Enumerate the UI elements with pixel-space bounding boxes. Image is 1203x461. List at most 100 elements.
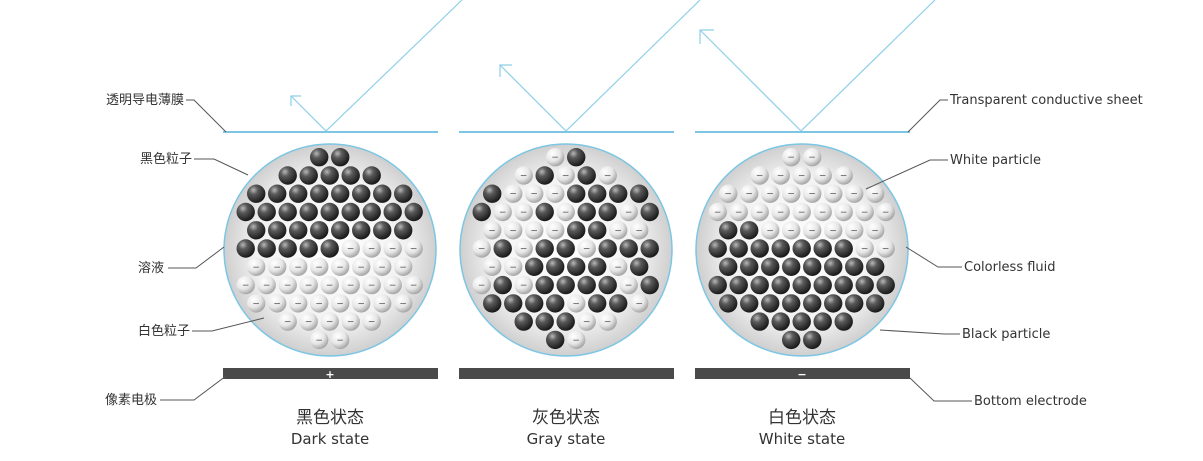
white-particle	[750, 166, 769, 185]
captions: 黑色状态 Dark state 灰色状态 Gray state 白色状态 Whi…	[291, 408, 845, 448]
white-particle	[782, 184, 801, 203]
labels-right: Transparent conductive sheet White parti…	[949, 93, 1143, 409]
particle-charge-sign: −	[509, 226, 517, 236]
black-particle	[771, 275, 790, 295]
white-particle	[373, 294, 392, 313]
black-particle	[483, 294, 502, 313]
black-particle	[556, 312, 575, 331]
particle-charge-sign: −	[625, 208, 633, 218]
black-particle	[493, 275, 512, 295]
black-particle	[598, 275, 617, 295]
white-particle	[803, 148, 822, 167]
white-particle	[792, 202, 811, 222]
black-particle	[493, 239, 512, 258]
black-particle	[834, 275, 853, 295]
black-particle	[588, 184, 607, 203]
white-particle	[483, 221, 502, 240]
white-particle	[866, 221, 885, 240]
particle-charge-sign: −	[798, 208, 806, 218]
black-particle	[813, 239, 832, 258]
black-particle	[813, 275, 832, 295]
particle-charge-sign: −	[305, 318, 313, 328]
white-particle	[247, 257, 266, 276]
black-particle	[782, 294, 801, 313]
white-particle	[268, 257, 287, 276]
white-particle	[577, 239, 596, 258]
electrode-white	[695, 368, 910, 379]
particle-charge-sign: −	[614, 263, 622, 273]
white-particle	[855, 202, 874, 222]
ray-gray-incoming	[565, 0, 701, 132]
particle-charge-sign: −	[368, 281, 376, 291]
particle-charge-sign: −	[787, 190, 795, 200]
white-particle	[247, 294, 266, 313]
electrode-white-sign: −	[797, 368, 806, 381]
black-particle	[373, 184, 392, 203]
particle-charge-sign: −	[861, 245, 869, 255]
particle-charge-sign: −	[625, 281, 633, 291]
white-particle	[866, 184, 885, 203]
white-particle	[782, 148, 801, 167]
leaders-left	[160, 99, 265, 401]
white-particle	[719, 184, 738, 203]
particle-charge-sign: −	[263, 281, 271, 291]
cells: −−−−−−−−−−−−−−−−−−−−−−−−−−−−−−−−−−−− −−−…	[223, 143, 909, 357]
particle-charge-sign: −	[410, 245, 418, 255]
particle-charge-sign: −	[499, 208, 507, 218]
particle-charge-sign: −	[315, 263, 323, 273]
black-particle	[394, 221, 413, 240]
particle-charge-sign: −	[378, 263, 386, 273]
black-particle	[630, 257, 649, 276]
white-particle	[278, 312, 297, 331]
caption-white-en: White state	[759, 430, 845, 448]
particle-charge-sign: −	[294, 263, 302, 273]
electrode-gray	[459, 368, 674, 379]
black-particle	[341, 166, 360, 185]
particle-charge-sign: −	[829, 226, 837, 236]
label-left-black-particle: 黑色粒子	[140, 151, 192, 167]
leader-left-sheet	[186, 99, 227, 133]
white-particle	[813, 166, 832, 185]
caption-dark-en: Dark state	[291, 430, 369, 448]
leader-right-white	[865, 159, 948, 190]
white-particle	[598, 312, 617, 331]
black-particle	[729, 275, 748, 295]
particle-charge-sign: −	[389, 281, 397, 291]
label-right-sheet: Transparent conductive sheet	[949, 93, 1143, 108]
black-particle	[750, 312, 769, 331]
particle-charge-sign: −	[273, 263, 281, 273]
white-particle	[546, 148, 565, 167]
black-particle	[310, 221, 329, 240]
particle-charge-sign: −	[551, 190, 559, 200]
particle-charge-sign: −	[819, 208, 827, 218]
black-particle	[803, 294, 822, 313]
white-particle	[331, 330, 350, 350]
ray-dark-incoming	[325, 0, 463, 132]
white-particle	[761, 221, 780, 240]
black-particle	[771, 312, 790, 331]
white-particle	[493, 202, 512, 222]
black-particle	[761, 294, 780, 313]
black-particle	[525, 294, 544, 313]
caption-white-cn: 白色状态	[768, 408, 836, 428]
black-particle	[268, 221, 287, 240]
particle-charge-sign: −	[478, 245, 486, 255]
black-particle	[514, 312, 533, 331]
white-particle	[268, 294, 287, 313]
particle-charge-sign: −	[572, 299, 580, 309]
particle-charge-sign: −	[478, 281, 486, 291]
black-particle	[236, 202, 255, 222]
particle-charge-sign: −	[604, 318, 612, 328]
ray-white-arrow-icon	[699, 29, 714, 44]
particle-charge-sign: −	[530, 226, 538, 236]
particle-charge-sign: −	[347, 245, 355, 255]
black-particle	[352, 184, 371, 203]
black-particle	[483, 184, 502, 203]
black-particle	[289, 221, 308, 240]
black-particle	[609, 184, 628, 203]
particle-charge-sign: −	[787, 153, 795, 163]
black-particle	[630, 184, 649, 203]
caption-gray-cn: 灰色状态	[532, 408, 600, 428]
caption-gray-en: Gray state	[527, 430, 606, 448]
